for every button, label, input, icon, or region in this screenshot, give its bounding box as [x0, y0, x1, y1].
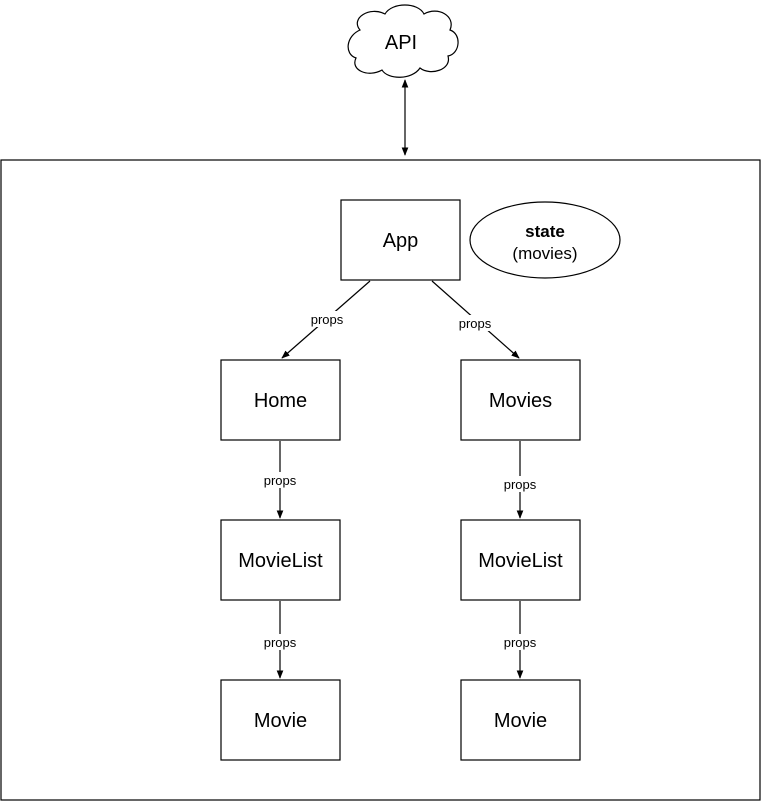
home-node-label: Home — [254, 390, 307, 412]
state-title: state — [525, 222, 565, 241]
edge-label-home-movielist: props — [264, 473, 297, 488]
movielist-left-label: MovieList — [238, 550, 323, 572]
state-subtitle: (movies) — [512, 244, 577, 263]
movielist-right-node — [460, 519, 581, 601]
api-cloud-icon: API — [347, 4, 459, 78]
state-ellipse — [469, 201, 621, 279]
movielist-right-label: MovieList — [478, 550, 563, 572]
edge-label-app-movies: props — [459, 316, 492, 331]
movielist-left-node — [220, 519, 341, 601]
movies-node — [460, 359, 581, 441]
edge-label-movielist-movie-right: props — [504, 635, 537, 650]
movies-node-label: Movies — [489, 390, 552, 412]
app-node — [340, 199, 461, 281]
edge-label-movielist-movie-left: props — [264, 635, 297, 650]
movie-left-node — [220, 679, 341, 761]
api-label: API — [385, 32, 417, 54]
edge-label-app-home: props — [311, 312, 344, 327]
edge-label-movies-movielist: props — [504, 477, 537, 492]
movie-right-label: Movie — [494, 710, 547, 732]
movie-left-label: Movie — [254, 710, 307, 732]
movie-right-node — [460, 679, 581, 761]
home-node — [220, 359, 341, 441]
app-node-label: App — [383, 230, 419, 252]
